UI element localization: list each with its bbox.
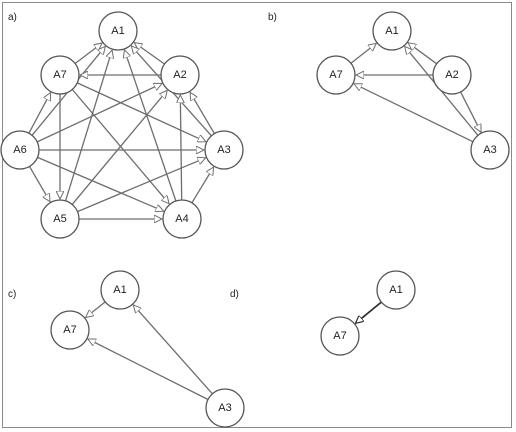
node-label: A1	[385, 25, 398, 37]
node-circle	[40, 199, 80, 239]
node-label: A5	[53, 213, 66, 225]
edge-c-a3-to-a7	[88, 338, 209, 401]
node-label: A1	[389, 284, 402, 296]
edge-b-a7-to-a1	[350, 43, 376, 64]
node-label: A1	[113, 284, 126, 296]
node-circle	[100, 270, 140, 310]
edge-b-a2-to-a1	[408, 43, 438, 65]
node-circle	[316, 55, 356, 95]
edge-a-a7-to-a3	[77, 82, 206, 142]
node-c-a1: A1	[100, 270, 140, 310]
node-label: A2	[445, 69, 458, 81]
node-circle	[98, 11, 138, 51]
panel-b-label: b)	[268, 12, 277, 23]
edge-a-a6-to-a4	[37, 156, 164, 211]
node-a-a4: A4	[162, 199, 202, 239]
edge-a-a6-to-a7	[28, 93, 52, 134]
node-b-a1: A1	[372, 11, 412, 51]
node-label: A4	[175, 213, 188, 225]
node-label: A7	[333, 330, 346, 342]
edge-a-a5-to-a3	[77, 158, 206, 213]
node-circle	[376, 270, 416, 310]
node-a-a7: A7	[40, 55, 80, 95]
edge-d-a1-to-a7	[356, 301, 382, 323]
edge-a-a2-to-a1	[134, 43, 165, 65]
edge-a-a5-to-a2	[71, 90, 167, 205]
edge-c-a1-to-a7	[86, 301, 106, 318]
panel-d-label: d)	[230, 289, 239, 300]
node-circle	[50, 310, 90, 350]
node-b-a2: A2	[432, 55, 472, 95]
node-label: A7	[329, 69, 342, 81]
node-d-a1: A1	[376, 270, 416, 310]
node-a-a2: A2	[160, 55, 200, 95]
edge-a-a7-to-a4	[71, 89, 169, 204]
node-b-a3: A3	[470, 130, 510, 170]
node-label: A3	[483, 144, 496, 156]
panel-a-label: a)	[8, 12, 17, 23]
node-circle	[162, 199, 202, 239]
node-circle	[205, 388, 245, 428]
edge-a-a4-to-a3	[191, 167, 214, 204]
node-a-a3: A3	[204, 130, 244, 170]
node-b-a7: A7	[316, 55, 356, 95]
edge-c-a3-to-a1	[133, 305, 213, 395]
node-label: A1	[111, 25, 124, 37]
node-label: A7	[53, 69, 66, 81]
node-circle	[160, 55, 200, 95]
node-d-a7: A7	[320, 316, 360, 356]
edge-a-a4-to-a2	[180, 95, 181, 201]
node-a-a1: A1	[98, 11, 138, 51]
node-circle	[0, 130, 40, 170]
node-circle	[320, 316, 360, 356]
edge-a-a6-to-a2	[36, 84, 162, 143]
node-label: A6	[13, 144, 26, 156]
node-circle	[372, 11, 412, 51]
panel-c-label: c)	[8, 289, 16, 300]
node-c-a3: A3	[205, 388, 245, 428]
edge-b-a3-to-a7	[354, 84, 474, 143]
node-label: A2	[173, 69, 186, 81]
edge-a-a3-to-a2	[190, 92, 215, 134]
node-a-a5: A5	[40, 199, 80, 239]
node-circle	[432, 55, 472, 95]
edge-b-a2-to-a3	[460, 91, 482, 132]
node-label: A3	[217, 144, 230, 156]
node-circle	[470, 130, 510, 170]
edge-a-a7-to-a1	[74, 43, 102, 65]
node-label: A7	[63, 324, 76, 336]
node-c-a7: A7	[50, 310, 90, 350]
node-circle	[40, 55, 80, 95]
node-circle	[204, 130, 244, 170]
node-a-a6: A6	[0, 130, 40, 170]
edge-a-a6-to-a5	[28, 166, 51, 201]
node-label: A3	[218, 402, 231, 414]
